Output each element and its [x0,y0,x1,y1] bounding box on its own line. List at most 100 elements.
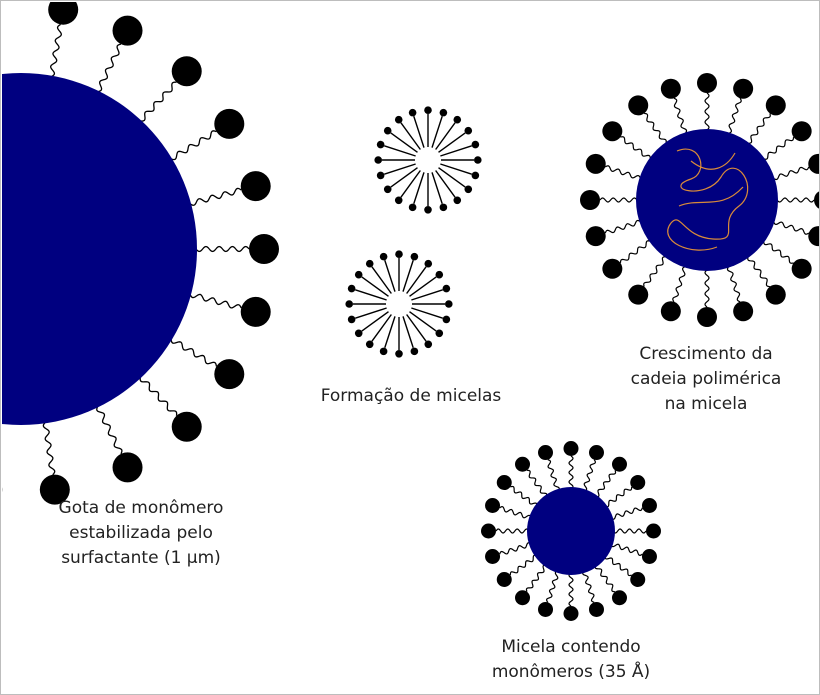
surfactant-molecule [403,253,418,292]
hydrophilic-head [485,549,500,564]
hydrophilic-head [808,226,820,246]
surfactant-molecule [395,250,403,291]
surfactant-molecule [348,285,387,300]
hydrophilic-head [249,234,279,264]
hydrophobic-tail [547,571,558,602]
hydrophilic-head [113,16,143,46]
surfactant-molecule [729,79,754,134]
hydrophobic-tail [764,241,794,263]
hydrophilic-head [443,316,451,324]
hydrophobic-tail [620,241,650,263]
surfactant-molecule [497,475,537,506]
surfactant-molecule [440,164,479,179]
hydrophilic-head [443,285,451,293]
hydrophilic-head [409,109,417,117]
hydrophobic-tail [527,470,547,497]
hydrophobic-tail [510,555,537,575]
hydrophobic-tail [705,93,709,130]
surfactant-molecule [697,73,717,130]
surfactant-molecule [748,257,786,305]
surfactant-molecule [605,556,645,587]
hydrophilic-head [646,524,661,539]
surfactant-molecule [602,241,650,279]
surfactant-molecule [140,377,202,442]
caption-line: cadeia polimérica [606,367,806,392]
hydrophilic-head [612,590,627,605]
surfactant-molecule [424,173,432,214]
surfactant-molecule [409,109,424,148]
hydrophilic-head [374,156,382,164]
caption-line: na micela [606,392,806,417]
surfactant-molecule [583,571,604,617]
hydrophobic-tail [583,571,594,602]
hydrophobic-tail [98,44,121,92]
hydrophilic-head [435,329,443,337]
caption-line: estabilizada pelo [31,521,251,546]
surfactant-molecule [380,253,395,292]
hydrophilic-head [1,475,2,505]
surfactant-molecule [424,106,432,147]
surfactant-molecule [380,316,395,355]
surfactant-molecule [596,457,627,497]
hydrophobic-tail [774,222,809,235]
hydrophilic-head [792,259,812,279]
hydrophobic-tail [611,508,642,519]
hydrophilic-head [497,475,512,490]
hydrophilic-head [384,127,392,135]
surfactant-molecule [564,441,579,489]
monomer-filled-micelle [481,441,661,621]
growth-caption: Crescimento da cadeia polimérica na mice… [606,342,806,417]
hydrophilic-head [48,1,78,25]
hydrophilic-head [589,602,604,617]
hydrophobic-tail [171,339,216,366]
surfactant-molecule [764,241,812,279]
hydrophilic-head [366,260,374,268]
surfactant-molecule [440,141,479,156]
hydrophilic-head [395,250,403,258]
hydrophilic-head [642,498,657,513]
hydrophobic-tail [569,573,573,606]
surfactant-molecule [586,220,641,246]
hydrophilic-head [474,156,482,164]
hydrophilic-head [380,253,388,261]
hydrophilic-head [661,301,681,321]
hydrophilic-head [472,172,480,180]
hydrophilic-head [586,154,606,174]
surfactant-molecule [538,445,559,491]
hydrophilic-head [792,121,812,141]
surfactant-molecule [515,457,547,497]
surfactant-molecule [348,308,387,323]
surfactant-molecule [611,498,657,519]
surfactant-molecule [628,257,666,305]
surfactant-molecule [196,234,279,264]
droplet-caption: Gota de monômero estabilizada pelo surfa… [31,496,251,571]
hydrophobic-tail [171,131,216,160]
hydrophilic-head [612,457,627,472]
surfactant-molecule [538,571,558,617]
surfactant-molecule [48,1,78,77]
hydrophobic-tail [620,137,650,159]
hydrophilic-head [440,204,448,212]
hydrophobic-tail [526,565,546,592]
surfactant-molecule [602,121,650,159]
hydrophilic-head [642,549,657,564]
hydrophobic-tail [605,166,640,179]
hydrophobic-tail [705,270,709,307]
hydrophobic-tail [97,406,122,454]
surfactant-molecule [171,339,244,389]
hydrophilic-head [348,285,356,293]
hydrophobic-tail [673,267,686,302]
hydrophilic-head [241,171,271,201]
hydrophobic-tail [190,188,241,205]
hydrophilic-head [808,154,820,174]
surfactant-molecule [485,543,531,564]
hydrophobic-tail [584,460,595,491]
hydrophobic-tail [600,198,637,202]
surfactant-molecule [411,285,450,300]
surfactant-molecule [584,445,604,491]
polymer-growing-micelle [580,73,820,327]
hydrophobic-tail [596,470,616,497]
hydrophilic-head [485,498,500,513]
hydrophilic-head [589,445,604,460]
hydrophilic-head [602,121,622,141]
